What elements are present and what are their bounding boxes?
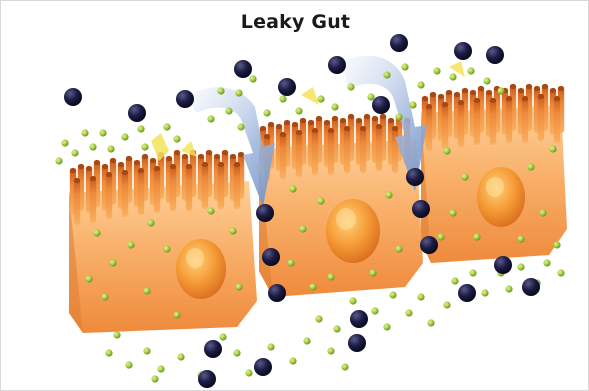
left-epithelial-cell xyxy=(69,150,257,333)
nucleus-left xyxy=(176,239,226,299)
nucleus-right xyxy=(477,167,525,227)
nucleus-middle xyxy=(326,199,380,263)
